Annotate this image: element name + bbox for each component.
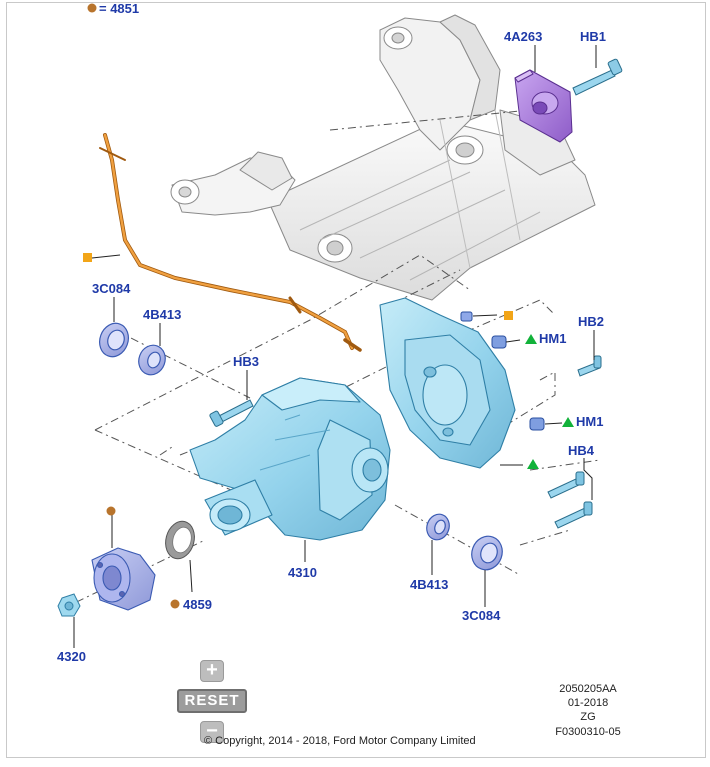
label-hm1-upper[interactable]: HM1 <box>539 331 566 346</box>
bullet-marker-gasket <box>170 599 180 609</box>
bolt-hb1[interactable] <box>572 58 623 96</box>
label-hb4[interactable]: HB4 <box>568 443 595 458</box>
copyright-notice: © Copyright, 2014 - 2018, Ford Motor Com… <box>204 735 476 747</box>
label-3c084-left[interactable]: 3C084 <box>92 281 131 296</box>
label-leaders <box>73 45 597 648</box>
label-4a263[interactable]: 4A263 <box>504 29 542 44</box>
drawing-date: 01-2018 <box>567 697 609 710</box>
zoom-in-button[interactable]: + <box>200 660 224 682</box>
bullet-marker-flange <box>106 506 116 516</box>
breather-tube[interactable] <box>99 133 362 352</box>
diff-housing-4310[interactable] <box>189 377 391 541</box>
drawing-info: 2050205AA 01-2018 ZG F0300310-05 <box>546 682 630 739</box>
label-hm1-lower[interactable]: HM1 <box>576 414 603 429</box>
label-hb2[interactable]: HB2 <box>578 314 604 329</box>
bullet-marker-top <box>87 3 97 13</box>
reset-button[interactable]: RESET <box>177 689 247 713</box>
label-3c084-right[interactable]: 3C084 <box>462 608 501 623</box>
label-4859[interactable]: 4859 <box>183 597 212 612</box>
drawing-number: 2050205AA <box>559 683 617 695</box>
flange-nut-4320[interactable] <box>57 593 81 617</box>
square-marker-right <box>504 311 513 320</box>
stud-small[interactable] <box>460 311 473 322</box>
bolts-hb4[interactable] <box>547 471 593 529</box>
zoom-out-button[interactable]: − <box>200 721 224 743</box>
flange-yoke[interactable] <box>91 547 156 611</box>
figure-number: F0300310-05 <box>555 725 621 738</box>
mount-4a263[interactable] <box>514 69 573 143</box>
legend-top-text: = 4851 <box>99 1 139 16</box>
seal-left-3c084[interactable] <box>95 319 133 361</box>
nut-hm1-upper[interactable] <box>491 335 507 349</box>
label-hb3[interactable]: HB3 <box>233 354 259 369</box>
label-4b413-right[interactable]: 4B413 <box>410 577 448 592</box>
label-4310[interactable]: 4310 <box>288 565 317 580</box>
bolt-hb2[interactable] <box>577 355 602 377</box>
rear-subframe[interactable] <box>170 14 596 301</box>
bearing-right-4b413[interactable] <box>423 511 453 543</box>
triangle-marker-hm1-lower <box>562 417 574 427</box>
label-4320[interactable]: 4320 <box>57 649 86 664</box>
nut-hm1-lower[interactable] <box>529 417 545 431</box>
diff-rear-cover[interactable] <box>379 297 516 469</box>
drawing-code: ZG <box>580 711 596 724</box>
label-hb1[interactable]: HB1 <box>580 29 606 44</box>
triangle-marker-cover <box>527 459 539 469</box>
bearing-left-4b413[interactable] <box>135 341 170 378</box>
label-4b413-left[interactable]: 4B413 <box>143 307 181 322</box>
triangle-marker-hm1-upper <box>525 334 537 344</box>
bolt-hb3[interactable] <box>209 399 254 427</box>
square-marker-left <box>83 253 92 262</box>
gasket-4859[interactable] <box>162 518 199 562</box>
seal-right-3c084[interactable] <box>467 532 507 574</box>
